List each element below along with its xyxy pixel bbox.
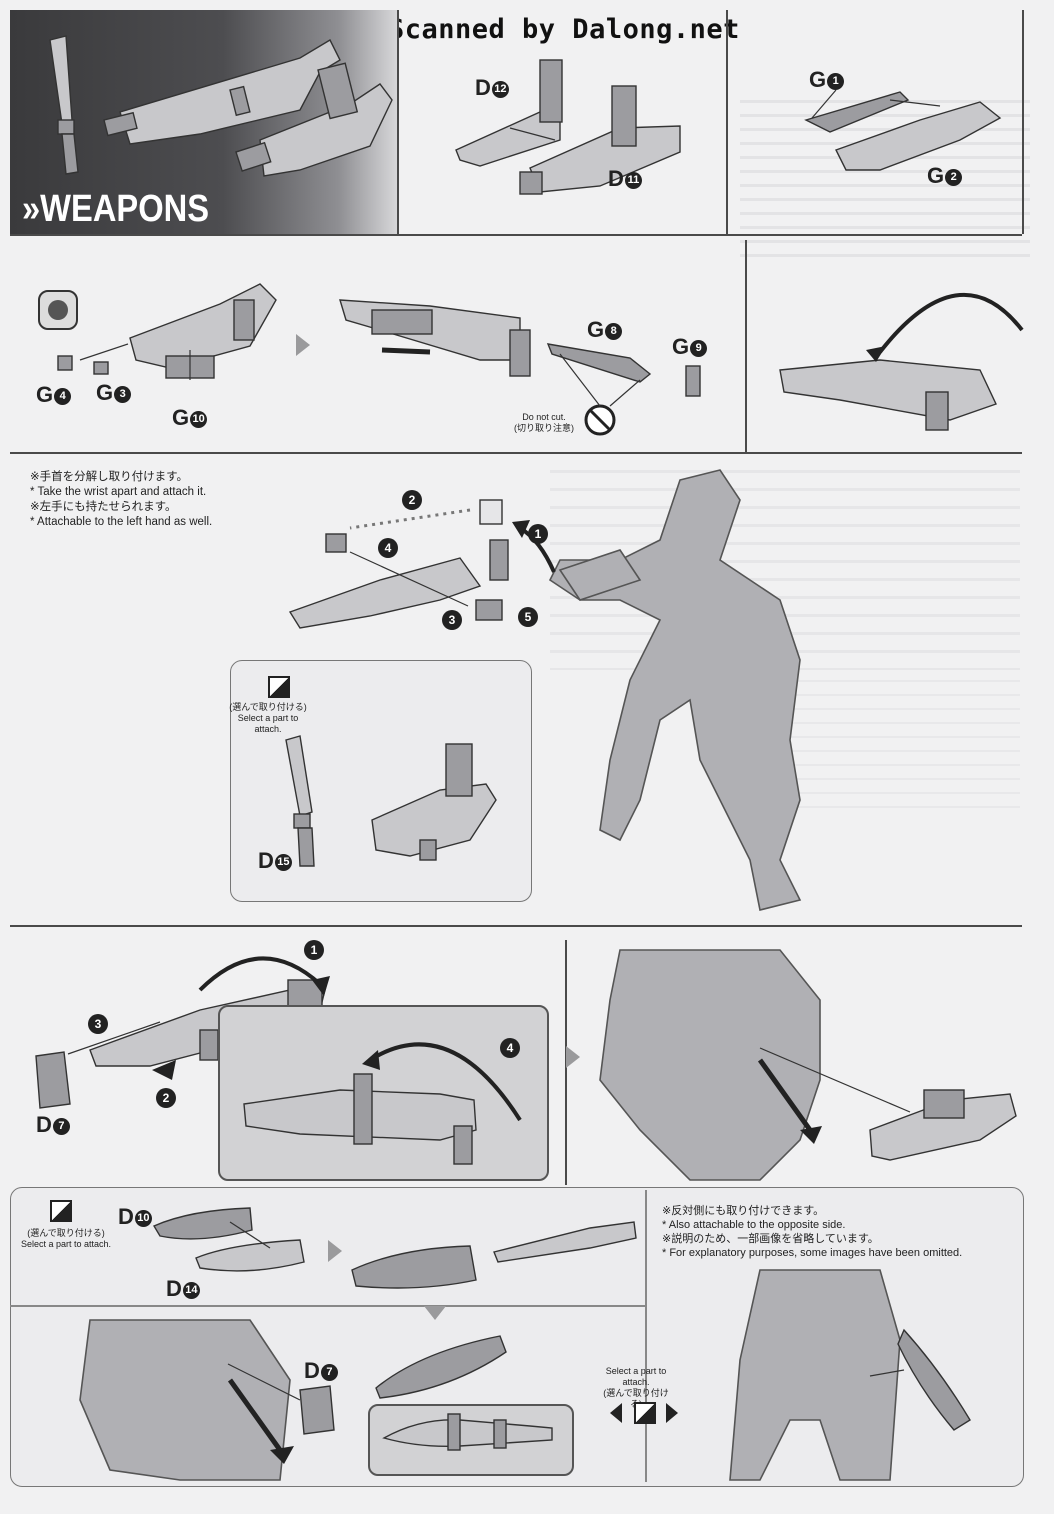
divider-line bbox=[10, 452, 1022, 454]
next-step-arrow-icon bbox=[296, 334, 310, 356]
step-badge-3: 3 bbox=[88, 1014, 108, 1034]
do-not-cut-note: Do not cut.(切り取り注意) bbox=[514, 412, 574, 433]
step-badge-4: 4 bbox=[500, 1038, 520, 1058]
bleed-through-text bbox=[740, 100, 1030, 260]
rotation-detail-box bbox=[218, 1005, 549, 1181]
select-part-label: (選んで取り付ける)Select a part to attach. bbox=[20, 1228, 112, 1249]
next-step-arrow-icon bbox=[328, 1240, 342, 1262]
step-badge-5: 5 bbox=[518, 607, 538, 627]
scanner-credit: Scanned by Dalong.net bbox=[388, 14, 740, 45]
step-badge-3: 3 bbox=[442, 610, 462, 630]
divider-line bbox=[10, 1305, 645, 1307]
title-chevron-icon: » bbox=[22, 188, 41, 230]
wrist-notes: ※手首を分解し取り付けます。 * Take the wrist apart an… bbox=[30, 471, 213, 528]
divider-line bbox=[1022, 10, 1024, 234]
select-part-icon bbox=[50, 1200, 72, 1222]
select-part-box bbox=[230, 660, 532, 902]
bleed-through-text bbox=[550, 470, 1020, 670]
divider-line bbox=[565, 940, 567, 1185]
weapons-title: »WEAPONS bbox=[22, 188, 210, 230]
select-part-icon bbox=[268, 676, 290, 698]
divider-line bbox=[397, 10, 399, 234]
switch-side-icon bbox=[610, 1398, 680, 1428]
divider-line bbox=[745, 240, 747, 452]
step-badge-4: 4 bbox=[378, 538, 398, 558]
divider-line bbox=[645, 1190, 647, 1482]
cut-marker-icon bbox=[38, 290, 78, 330]
step-badge-2: 2 bbox=[402, 490, 422, 510]
opposite-side-notes: ※反対側にも取り付けできます。 * Also attachable to the… bbox=[662, 1205, 963, 1259]
step-badge-1: 1 bbox=[528, 524, 548, 544]
divider-line bbox=[10, 925, 1022, 927]
divider-line bbox=[10, 234, 1022, 236]
next-step-down-arrow-icon bbox=[424, 1306, 446, 1320]
divider-line bbox=[726, 10, 728, 234]
sheath-detail-box bbox=[368, 1404, 574, 1476]
bleed-through-text bbox=[760, 680, 1020, 820]
step-badge-1: 1 bbox=[304, 940, 324, 960]
select-part-label: (選んで取り付ける)Select a part to attach. bbox=[229, 702, 307, 734]
next-step-arrow-icon bbox=[566, 1046, 580, 1068]
step-badge-2: 2 bbox=[156, 1088, 176, 1108]
